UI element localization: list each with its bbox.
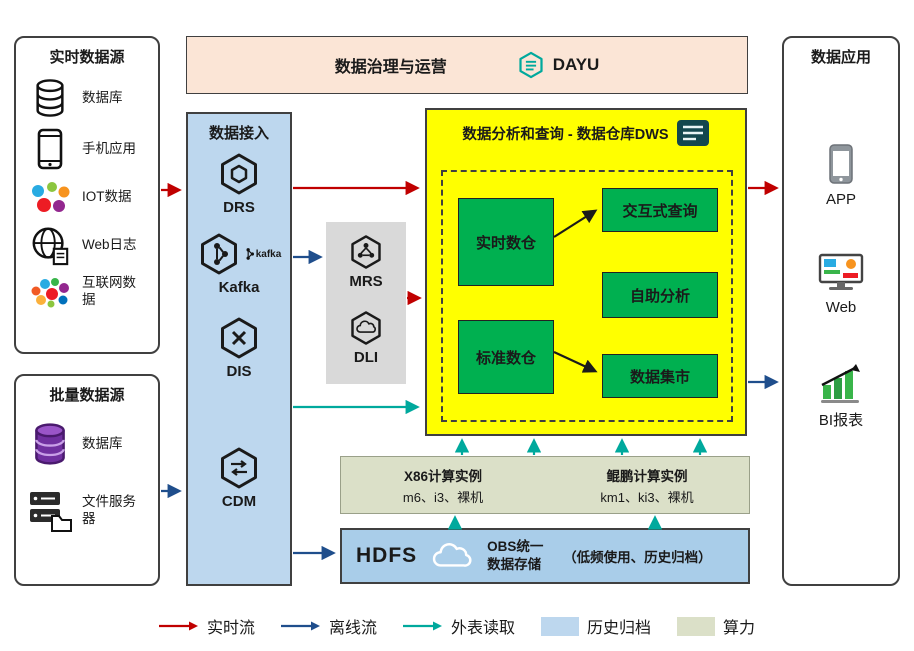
- source-item-database-batch: 数据库: [16, 421, 158, 467]
- service-dli: DLI: [326, 310, 406, 366]
- source-item-database: 数据库: [16, 77, 158, 119]
- legend-red-arrow-icon: [158, 621, 198, 631]
- dws-self-service-analysis: 自助分析: [602, 272, 718, 318]
- source-item-iot: IOT数据: [16, 179, 158, 215]
- app-item-web: Web: [784, 253, 898, 316]
- data-applications-title: 数据应用: [810, 49, 871, 66]
- file-server-icon: [26, 489, 74, 533]
- dayu-label: DAYU: [552, 55, 600, 74]
- batch-sources-title: 批量数据源: [49, 387, 125, 404]
- hdfs-label: HDFS: [356, 544, 418, 567]
- source-item-file-server: 文件服务器: [16, 489, 158, 533]
- governance-banner: 数据治理与运营 DAYU: [186, 36, 748, 94]
- hdfs-obs-panel: HDFS OBS统一数据存储 （低频使用、历史归档）: [340, 528, 750, 584]
- source-item-mobile: 手机应用: [16, 128, 158, 170]
- dws-panel: 数据分析和查询 - 数据仓库DWS 实时数仓 标准数仓 交互式查询 自助分析 数…: [425, 108, 747, 436]
- dayu-logo: DAYU: [517, 51, 600, 79]
- legend-offline-flow: 离线流: [280, 614, 377, 638]
- obs-cloud-icon: [433, 543, 472, 567]
- bi-chart-icon: [821, 364, 860, 403]
- mrs-dli-panel: MRS DLI: [326, 222, 406, 384]
- cdm-icon: [221, 447, 257, 489]
- legend-blue-arrow-icon: [280, 621, 320, 631]
- legend-power-swatch: [677, 616, 716, 636]
- dws-title: 数据分析和查询 - 数据仓库DWS: [462, 126, 669, 143]
- dws-inner-boundary: [441, 170, 733, 422]
- database-icon: [26, 77, 74, 119]
- kafka-mini-icon: [246, 248, 254, 260]
- obs-title: OBS统一数据存储: [487, 539, 544, 572]
- dws-icon: [676, 120, 709, 146]
- legend: 实时流 离线流 外表读取 历史归档 算力: [0, 614, 914, 638]
- dws-header: 数据分析和查询 - 数据仓库DWS: [427, 119, 745, 147]
- dis-icon: [221, 317, 257, 359]
- kafka-badge: kafka: [244, 247, 281, 261]
- dws-realtime-warehouse: 实时数仓: [458, 198, 554, 286]
- globe-icon: [26, 224, 74, 266]
- mrs-icon: [351, 235, 381, 269]
- governance-title: 数据治理与运营: [334, 59, 447, 76]
- obs-note: （低频使用、历史归档）: [563, 550, 712, 565]
- wordcloud-icon: [26, 275, 74, 309]
- drs-icon: [221, 153, 257, 195]
- batch-sources-panel: 批量数据源 数据库: [14, 374, 160, 586]
- app-item-bi: BI报表: [784, 363, 898, 430]
- legend-realtime-flow: 实时流: [158, 614, 255, 638]
- app-item-app: APP: [784, 143, 898, 208]
- legend-history-archive: 历史归档: [541, 614, 651, 638]
- legend-compute-power: 算力: [677, 614, 755, 638]
- data-access-title: 数据接入: [208, 125, 269, 142]
- kafka-icon: [200, 233, 237, 275]
- mobile-icon: [26, 128, 74, 170]
- x86-compute: X86计算实例 m6、i3、裸机: [402, 468, 484, 505]
- iot-icon: [26, 179, 74, 215]
- phone-icon: [829, 144, 853, 184]
- compute-instances-panel: X86计算实例 m6、i3、裸机 鲲鹏计算实例 km1、ki3、裸机: [340, 456, 750, 514]
- data-applications-panel: 数据应用 APP Web: [782, 36, 900, 586]
- monitor-icon: [818, 253, 864, 290]
- source-item-internet: 互联网数据: [16, 275, 158, 309]
- legend-teal-arrow-icon: [402, 621, 442, 631]
- service-cdm: CDM: [188, 446, 290, 510]
- legend-archive-swatch: [541, 616, 579, 636]
- legend-external-read: 外表读取: [402, 614, 515, 638]
- dws-standard-warehouse: 标准数仓: [458, 320, 554, 394]
- data-access-panel: 数据接入 DRS: [186, 112, 292, 586]
- service-dis: DIS: [188, 316, 290, 380]
- dws-data-mart: 数据集市: [602, 354, 718, 398]
- database-purple-icon: [26, 421, 74, 467]
- dws-interactive-query: 交互式查询: [602, 188, 718, 232]
- dli-icon: [351, 311, 381, 345]
- service-mrs: MRS: [326, 234, 406, 290]
- service-drs: DRS: [188, 152, 290, 216]
- service-kafka: kafka Kafka: [188, 232, 290, 296]
- dayu-icon: [519, 51, 543, 79]
- source-item-weblog: Web日志: [16, 224, 158, 266]
- realtime-sources-title: 实时数据源: [49, 49, 125, 66]
- realtime-sources-panel: 实时数据源 数据库: [14, 36, 160, 354]
- kunpeng-compute: 鲲鹏计算实例 km1、ki3、裸机: [600, 468, 694, 505]
